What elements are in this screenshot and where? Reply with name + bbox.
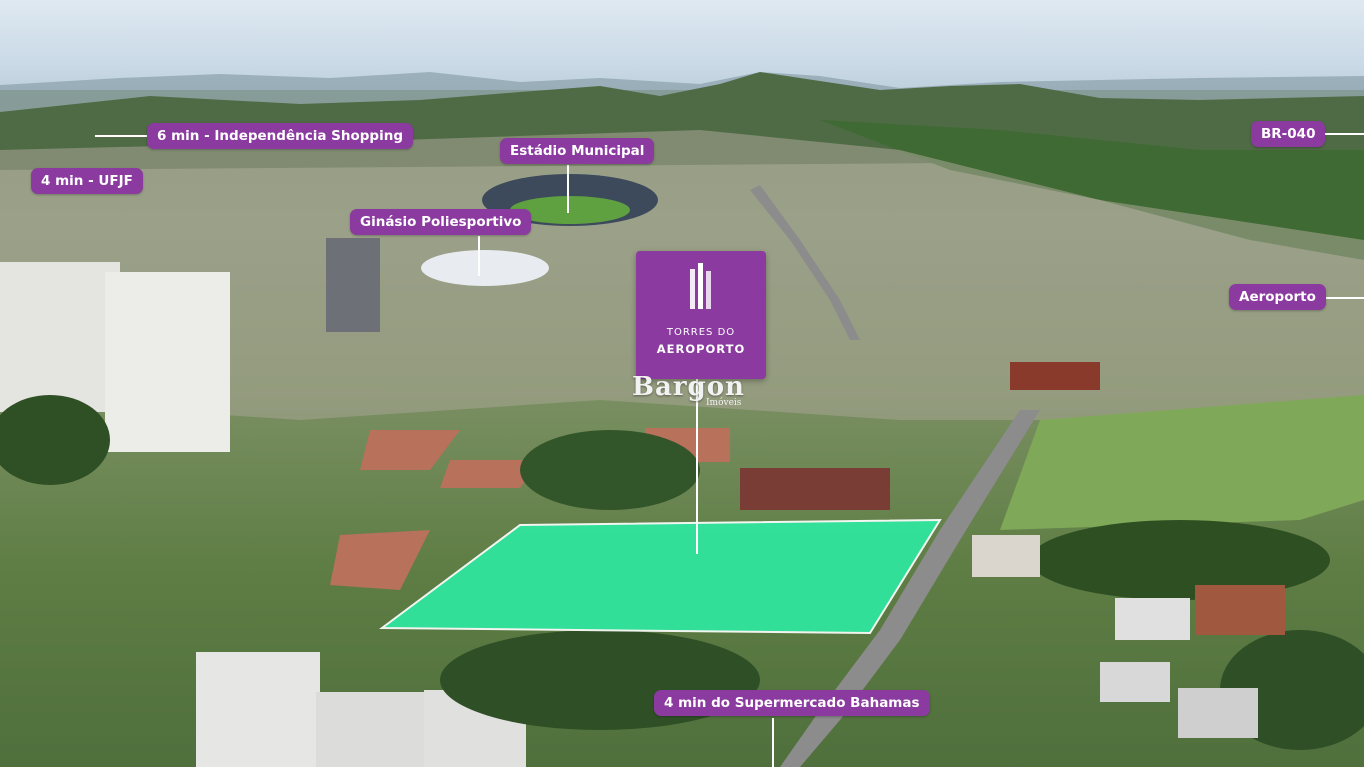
label-ufjf: 4 min - UFJF bbox=[31, 168, 143, 194]
connector-line bbox=[95, 135, 150, 137]
connector-line bbox=[696, 379, 698, 554]
connector-line bbox=[567, 165, 569, 213]
label-ginasio-poliesportivo: Ginásio Poliesportivo bbox=[350, 209, 532, 235]
label-supermercado-bahamas: 4 min do Supermercado Bahamas bbox=[654, 690, 930, 716]
connector-line bbox=[478, 236, 480, 276]
label-br040: BR-040 bbox=[1251, 121, 1326, 147]
bargon-brand: Bargon bbox=[632, 372, 745, 402]
connector-line bbox=[1318, 297, 1364, 299]
connector-line bbox=[772, 718, 774, 767]
connector-line bbox=[1322, 133, 1364, 135]
torres-do-aeroporto-logo: TORRES DO AEROPORTO bbox=[636, 251, 766, 379]
label-estadio-municipal: Estádio Municipal bbox=[500, 138, 655, 164]
logo-line1: TORRES DO bbox=[666, 327, 736, 338]
highlighted-plot bbox=[379, 518, 942, 635]
logo-line2: AEROPORTO bbox=[656, 342, 746, 356]
towers-icon bbox=[690, 263, 711, 309]
label-independencia-shopping: 6 min - Independência Shopping bbox=[147, 123, 413, 149]
bargon-brand-sub: Imóveis bbox=[706, 398, 742, 408]
label-aeroporto: Aeroporto bbox=[1229, 284, 1326, 310]
